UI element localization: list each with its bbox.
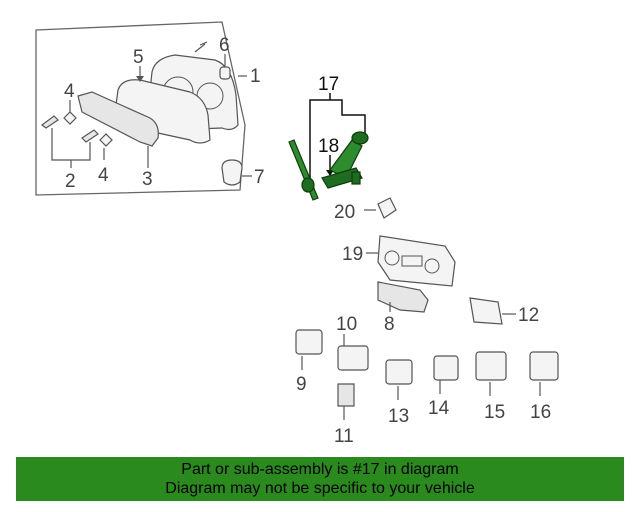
- callout-15[interactable]: 15: [484, 402, 505, 423]
- info-banner: Part or sub-assembly is #17 in diagram D…: [16, 457, 624, 501]
- callout-2[interactable]: 2: [65, 171, 76, 192]
- switch-part-10: [337, 345, 369, 371]
- callout-9[interactable]: 9: [296, 374, 307, 395]
- callout-10[interactable]: 10: [336, 314, 357, 335]
- banner-line-1: Part or sub-assembly is #17 in diagram: [181, 461, 459, 478]
- switch-part-15: [475, 351, 507, 381]
- callout-7[interactable]: 7: [254, 167, 265, 188]
- switch-part-9: [295, 329, 323, 355]
- callout-12[interactable]: 12: [518, 305, 539, 326]
- callout-4b[interactable]: 4: [98, 165, 109, 186]
- stalk-knob-left: [301, 177, 315, 193]
- callout-3[interactable]: 3: [142, 169, 153, 190]
- climate-control-panel: [377, 235, 456, 287]
- callout-13[interactable]: 13: [388, 406, 409, 427]
- vent-part-12: [469, 297, 503, 325]
- callout-5[interactable]: 5: [133, 47, 144, 68]
- bracket-part-2a: [41, 115, 59, 129]
- callout-8[interactable]: 8: [384, 314, 395, 335]
- cluster-bezel: [77, 91, 159, 147]
- lead-17: [309, 99, 366, 185]
- switch-connector: [351, 171, 361, 185]
- callout-4a[interactable]: 4: [64, 81, 75, 102]
- switch-part-11: [337, 383, 355, 407]
- switch-part-13: [385, 359, 413, 385]
- callout-1[interactable]: 1: [250, 66, 261, 87]
- callout-16[interactable]: 16: [530, 402, 551, 423]
- switch-part-16: [529, 351, 559, 381]
- bracket-part-8: [377, 281, 429, 313]
- switch-cap: [351, 131, 369, 145]
- callout-17[interactable]: 17: [318, 74, 339, 95]
- switch-part-14: [433, 355, 459, 381]
- bulb-part-6: [219, 66, 231, 80]
- bracket-part-2b: [81, 129, 99, 143]
- socket-part-7: [221, 159, 243, 186]
- clip-part-4a: [63, 111, 77, 125]
- banner-line-2: Diagram may not be specific to your vehi…: [165, 480, 475, 497]
- callout-20[interactable]: 20: [334, 202, 355, 223]
- callout-14[interactable]: 14: [428, 398, 450, 419]
- callout-6[interactable]: 6: [219, 35, 230, 56]
- callout-18[interactable]: 18: [318, 136, 339, 157]
- callout-19[interactable]: 19: [342, 244, 363, 265]
- parts-diagram: 1 5 3 6 4 4 2 7 17 18 20 19: [35, 21, 559, 447]
- sensor-part-20: [377, 197, 397, 219]
- screw-part: [194, 41, 208, 53]
- switch-stalk-left: [288, 139, 319, 201]
- clip-part-4b: [99, 133, 113, 147]
- callout-11[interactable]: 11: [334, 426, 354, 447]
